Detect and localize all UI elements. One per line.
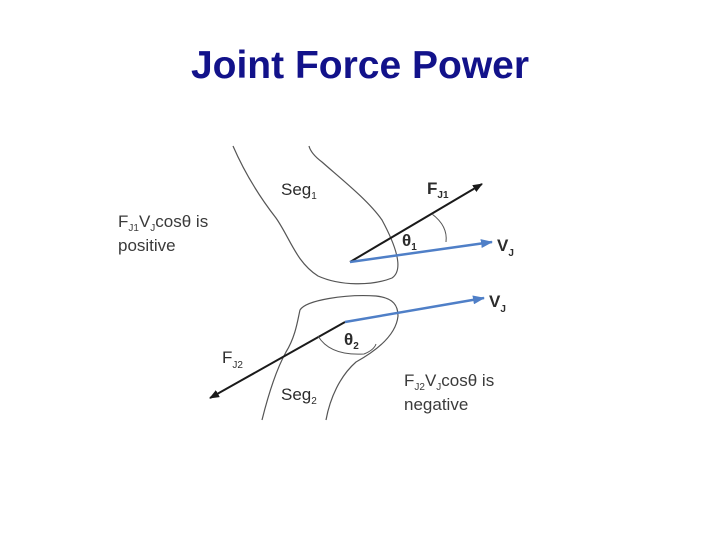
velocity-arrow-top	[349, 239, 493, 264]
slide-title: Joint Force Power	[190, 44, 530, 87]
label-seg1: Seg1	[281, 180, 317, 202]
label-vj-top: VJ	[497, 236, 514, 259]
note-positive-line2: positive	[118, 236, 176, 255]
theta2-arc	[317, 335, 377, 355]
segment-1-outline	[232, 145, 399, 285]
label-seg2: Seg2	[281, 385, 317, 407]
label-vj-bottom: VJ	[489, 292, 506, 315]
force-arrow-fj1	[349, 183, 483, 263]
note-negative-line2: negative	[404, 395, 468, 414]
note-positive-line1: FJ1VJcosθ is	[118, 212, 208, 234]
label-theta1: θ1	[402, 231, 417, 253]
velocity-arrow-bottom	[344, 295, 485, 324]
note-negative-line1: FJ2VJcosθ is	[404, 371, 494, 393]
force-arrow-fj2	[209, 321, 346, 399]
label-theta2: θ2	[344, 330, 359, 352]
theta1-arc	[431, 213, 447, 243]
segment-2-outline	[261, 295, 399, 421]
label-fj1: FJ1	[427, 179, 449, 201]
label-fj2: FJ2	[222, 348, 243, 371]
